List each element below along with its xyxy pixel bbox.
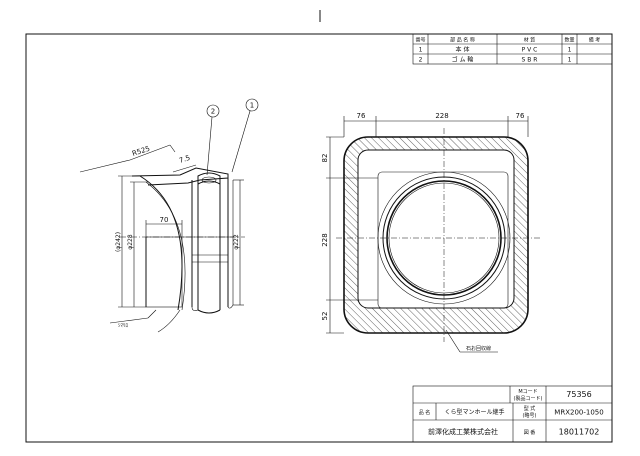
drawing-frame [25,33,613,443]
company-name: 前澤化成工業株式会社 [428,427,498,436]
side-note-label: ｼﾏﾘﾛ [118,323,129,329]
model-value: MRX200-1050 [554,409,603,417]
parts-row1-qty: 1 [568,47,572,54]
m-code-label: Mコード [518,389,537,395]
side-section-view: 2 1 R525 7.5 [79,98,259,333]
parts-row2-material: S B R [522,57,538,64]
balloon-1-label: 1 [250,102,254,110]
drawing-no-value: 18011702 [559,428,600,437]
parts-header-qty: 数量 [564,37,574,44]
parts-row1-no: 1 [419,47,423,54]
plan-view: 76 228 76 82 228 52 石お回収線 [321,112,540,353]
dim-left-52: 52 [321,312,329,321]
dim-70: 70 [160,216,169,224]
m-code-sublabel: (製品コード) [514,395,543,402]
drawing-no-label: 図 番 [524,429,536,436]
parts-table: 番号 部 品 名 称 材 質 数量 備 考 1 本 体 P V C 1 2 ゴ … [412,33,613,65]
parts-header-material: 材 質 [524,37,536,44]
dim-top-left: 76 [357,112,366,120]
parts-header-no: 番号 [415,37,425,44]
parts-row2-name: ゴ ム 輪 [452,56,474,64]
dim-top-mid: 228 [435,112,448,120]
dim-7-5: 7.5 [178,154,191,165]
model-label: 型 式 [524,405,536,412]
model-sublabel: (略号) [523,412,537,419]
title-block: Mコード (製品コード) 75356 品 名 くら型マンホール継手 型 式 (略… [412,385,613,443]
parts-header-name: 部 品 名 称 [450,37,475,44]
product-name-value: くら型マンホール継手 [444,408,504,416]
parts-row2-no: 2 [419,57,423,64]
plan-note-label: 石お回収線 [466,345,491,352]
dim-228: φ228 [127,234,134,250]
product-name-label: 品 名 [419,409,431,416]
m-code-value: 75356 [566,390,591,399]
balloon-2 [206,104,220,118]
balloon-2-label: 2 [211,108,215,116]
parts-row1-name: 本 体 [456,46,470,54]
dim-left-82: 82 [321,154,329,163]
parts-header-remarks: 備 考 [589,37,601,44]
dim-left-228: 228 [321,233,329,246]
parts-row2-qty: 1 [568,57,572,64]
dim-222: φ222 [233,234,240,250]
dim-242: (φ242) [115,232,122,252]
dim-top-right: 76 [516,112,525,120]
parts-row1-material: P V C [522,47,538,54]
balloon-1 [245,98,259,112]
